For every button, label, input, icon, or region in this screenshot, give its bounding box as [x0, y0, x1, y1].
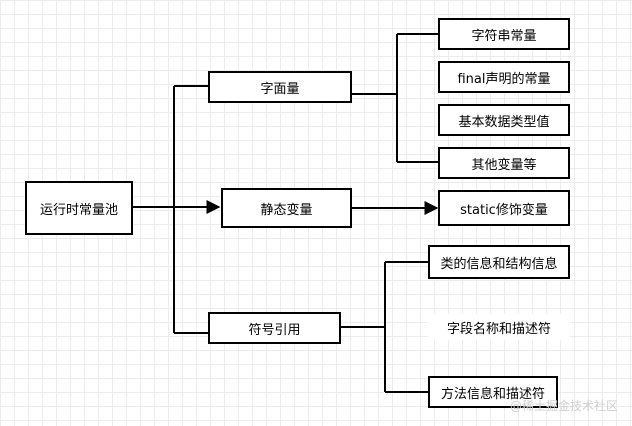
class-info-node: 类的信息和结构信息 — [428, 245, 570, 279]
static-modified-node: static修饰变量 — [438, 190, 570, 226]
static-var-node: 静态变量 — [221, 188, 352, 228]
symbol-branch-line — [341, 262, 386, 392]
final-const-node: final声明的常量 — [438, 61, 570, 93]
method-info-node: 方法信息和描述符 — [428, 376, 558, 408]
literal-node: 字面量 — [208, 71, 352, 103]
primitive-values-node: 基本数据类型值 — [438, 104, 570, 136]
watermark-text: @稀土掘金技术社区 — [509, 399, 618, 413]
other-vars-node: 其他变量等 — [438, 147, 570, 179]
literal-branch-line — [352, 34, 398, 162]
root-node: 运行时常量池 — [25, 181, 133, 235]
field-info-label: 字段名称和描述符 — [428, 314, 570, 340]
string-const-node: 字符串常量 — [438, 18, 570, 50]
symbol-ref-node: 符号引用 — [208, 312, 341, 344]
root-branch-line — [133, 86, 175, 333]
